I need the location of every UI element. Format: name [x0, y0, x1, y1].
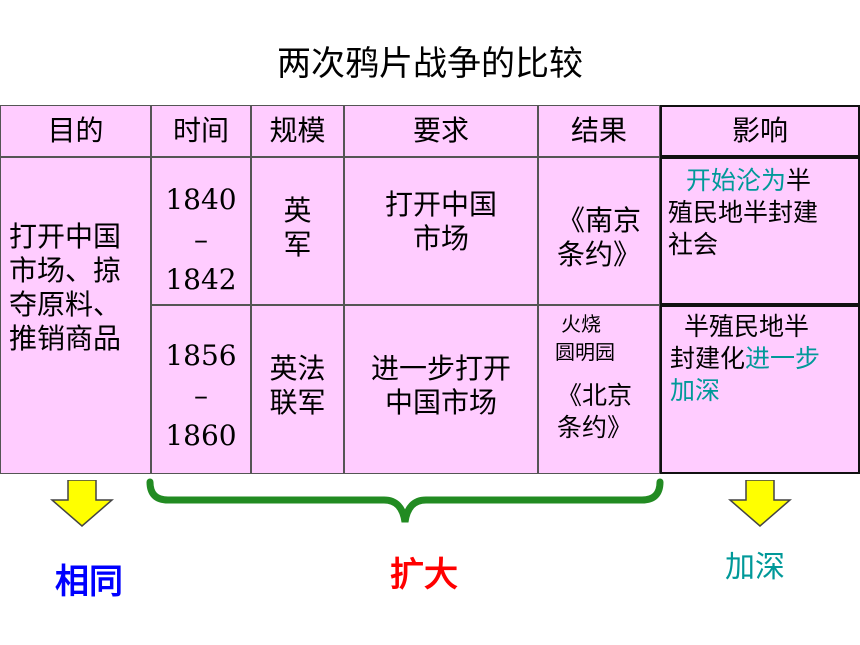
header-time: 时间 [151, 105, 251, 157]
time-start: 1856 [165, 339, 237, 372]
down-arrow-icon [728, 480, 792, 527]
comparison-table: 目的 时间 规模 要求 结果 影响 打开中国 市场、掠 夺原料、 推销商品 18… [0, 105, 860, 475]
label-same: 相同 [55, 562, 123, 602]
impact-text: 半殖民地半 [684, 312, 810, 341]
row2-result: 火烧 圆明园 《北京 条约》 [538, 305, 660, 474]
label-deepen: 加深 [725, 550, 785, 585]
header-demand: 要求 [344, 105, 538, 157]
impact-highlight: 开始沦为 [686, 166, 787, 195]
result-fire: 圆明园 [555, 340, 615, 364]
page-title: 两次鸦片战争的比较 [277, 44, 583, 84]
result-treaty: 条约》 [557, 413, 633, 442]
result-fire: 火烧 [561, 312, 601, 336]
demand-line: 中国市场 [384, 386, 497, 419]
impact-highlight: 进一步 [745, 344, 821, 373]
curly-brace-icon [146, 478, 664, 523]
purpose-line: 推销商品 [9, 322, 122, 355]
result-line: 条约》 [556, 238, 641, 271]
impact-text: 半 [786, 166, 812, 195]
label-expand: 扩大 [390, 555, 458, 595]
result-treaty: 《北京 [557, 381, 633, 410]
impact-highlight: 加深 [670, 376, 721, 405]
time-end: 1860 [165, 419, 237, 452]
down-arrow-icon [50, 480, 114, 527]
header-result: 结果 [538, 105, 660, 157]
purpose-line: 夺原料、 [9, 288, 122, 321]
time-end: 1842 [165, 263, 237, 296]
time-dash: – [194, 379, 208, 412]
result-line: 《南京 [556, 204, 641, 237]
row2-impact: 半殖民地半 封建化进一步 加深 [660, 305, 860, 474]
scale-line: 军 [283, 228, 312, 261]
row2-scale: 英法 联军 [251, 305, 344, 474]
impact-text: 社会 [668, 230, 719, 259]
time-start: 1840 [165, 183, 237, 216]
purpose-line: 市场、掠 [9, 254, 122, 287]
purpose-line: 打开中国 [9, 220, 122, 253]
header-purpose: 目的 [0, 105, 151, 157]
row1-result: 《南京 条约》 [538, 157, 660, 305]
demand-line: 市场 [412, 222, 469, 255]
scale-line: 英法 [269, 352, 326, 385]
purpose-cell: 打开中国 市场、掠 夺原料、 推销商品 [0, 157, 151, 474]
header-scale: 规模 [251, 105, 344, 157]
scale-line: 联军 [269, 386, 326, 419]
row1-scale: 英 军 [251, 157, 344, 305]
impact-text: 封建化 [670, 344, 746, 373]
row2-time: 1856 – 1860 [151, 305, 251, 474]
impact-text: 殖民地半封建 [668, 198, 819, 227]
row1-time: 1840 – 1842 [151, 157, 251, 305]
time-dash: – [194, 223, 208, 256]
scale-line: 英 [283, 194, 312, 227]
row2-demand: 进一步打开 中国市场 [344, 305, 538, 474]
row1-impact: 开始沦为半 殖民地半封建 社会 [660, 157, 860, 305]
demand-line: 打开中国 [384, 188, 497, 221]
header-impact: 影响 [660, 105, 860, 157]
demand-line: 进一步打开 [370, 352, 511, 385]
row1-demand: 打开中国 市场 [344, 157, 538, 305]
